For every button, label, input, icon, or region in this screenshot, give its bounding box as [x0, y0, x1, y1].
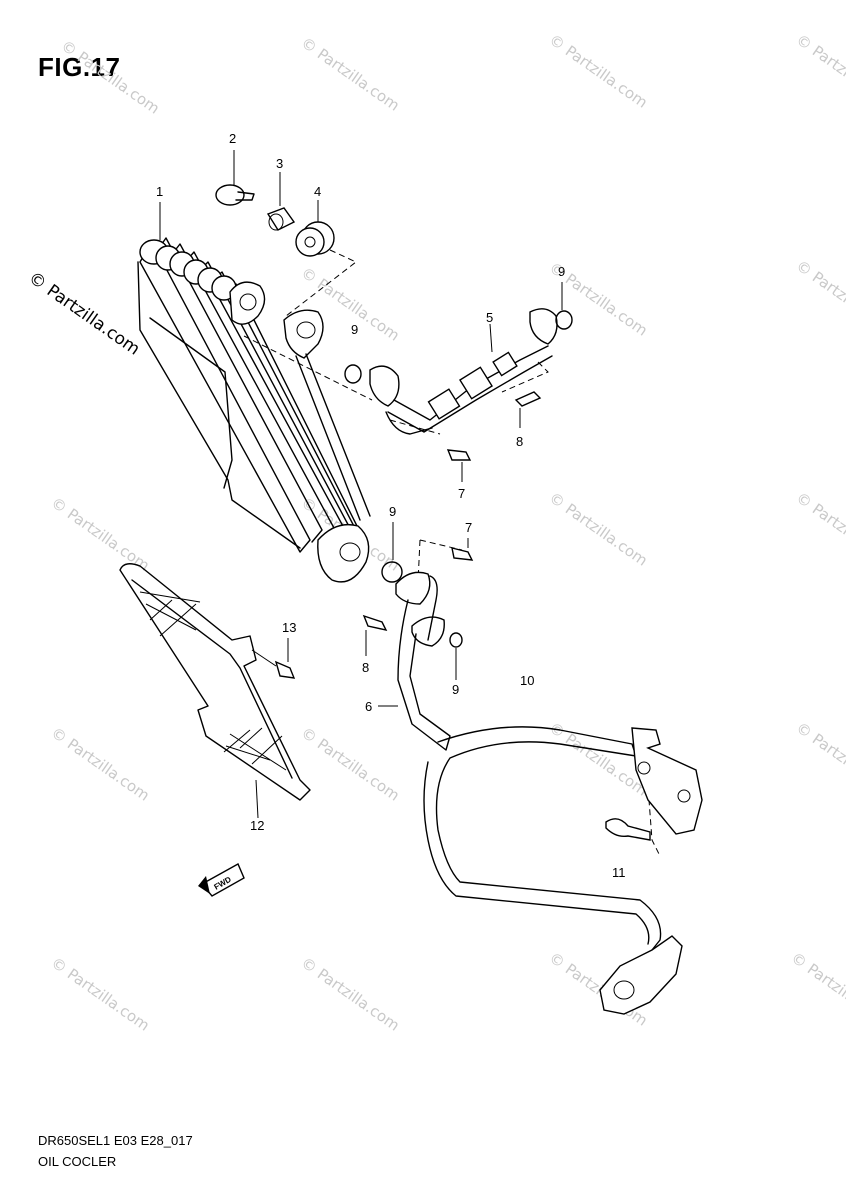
callout-11: 11 — [612, 865, 626, 880]
callout-8a: 8 — [516, 434, 523, 449]
o-rings — [344, 282, 573, 648]
callout-2: 2 — [229, 131, 236, 146]
callout-10: 10 — [520, 673, 534, 688]
part-6-lower-pipe — [378, 571, 451, 751]
watermark: © Partzilla.com — [793, 489, 846, 570]
watermark: © Partzilla.com — [48, 724, 153, 805]
watermark: © Partzilla.com — [546, 489, 651, 570]
callout-8b: 8 — [362, 660, 369, 675]
part-1-oil-cooler — [137, 237, 371, 583]
watermark: © Partzilla.com — [48, 494, 153, 575]
assembly-name: OIL COCLER — [38, 1154, 117, 1169]
callout-4: 4 — [314, 184, 321, 199]
diagram-code: DR650SEL1 E03 E28_017 — [38, 1133, 193, 1148]
part-12-cooler-guard — [119, 563, 311, 819]
part-3-collar — [266, 172, 296, 231]
callout-7b: 7 — [465, 520, 472, 535]
watermark: © Partzilla.com — [58, 37, 163, 118]
callout-13: 13 — [282, 620, 296, 635]
watermark: © Partzilla.com — [793, 257, 846, 338]
part-4-cushion — [295, 200, 335, 257]
callout-6: 6 — [365, 699, 372, 714]
callout-7a: 7 — [458, 486, 465, 501]
callout-1: 1 — [156, 184, 163, 199]
watermark: © Partzilla.com — [793, 31, 846, 112]
figure-title: FIG.17 — [38, 52, 121, 82]
callout-3: 3 — [276, 156, 283, 171]
watermark: © Partzilla.com — [793, 719, 846, 800]
diagram-footer: DR650SEL1 E03 E28_017 OIL COCLER — [38, 1130, 193, 1172]
forward-direction-marker: FWD — [198, 863, 245, 897]
callout-labels: 1 2 3 4 5 6 7 7 8 8 9 9 9 9 10 11 12 13 — [156, 131, 626, 880]
watermark: © Partzilla.com — [788, 949, 846, 1030]
guard-mesh — [139, 591, 287, 771]
part-13-bolt — [251, 638, 296, 679]
callout-9c: 9 — [389, 504, 396, 519]
bolts — [362, 391, 542, 680]
part-11-bolt — [605, 818, 651, 841]
watermark: © Partzilla.com — [546, 31, 651, 112]
callout-9d: 9 — [452, 682, 459, 697]
watermarks: © Partzilla.com © Partzilla.com © Partzi… — [48, 31, 846, 1035]
watermark: © Partzilla.com — [298, 954, 403, 1035]
watermark: © Partzilla.com — [298, 724, 403, 805]
callout-9b: 9 — [558, 264, 565, 279]
callout-12: 12 — [250, 818, 264, 833]
watermark: © Partzilla.com — [298, 34, 403, 115]
callout-5: 5 — [486, 310, 493, 325]
watermark: © Partzilla.com — [48, 954, 153, 1035]
callout-9a: 9 — [351, 322, 358, 337]
part-10-guard-bar — [423, 726, 703, 1015]
part-2-bolt — [215, 150, 255, 206]
part-5-oil-pipe — [369, 308, 558, 435]
